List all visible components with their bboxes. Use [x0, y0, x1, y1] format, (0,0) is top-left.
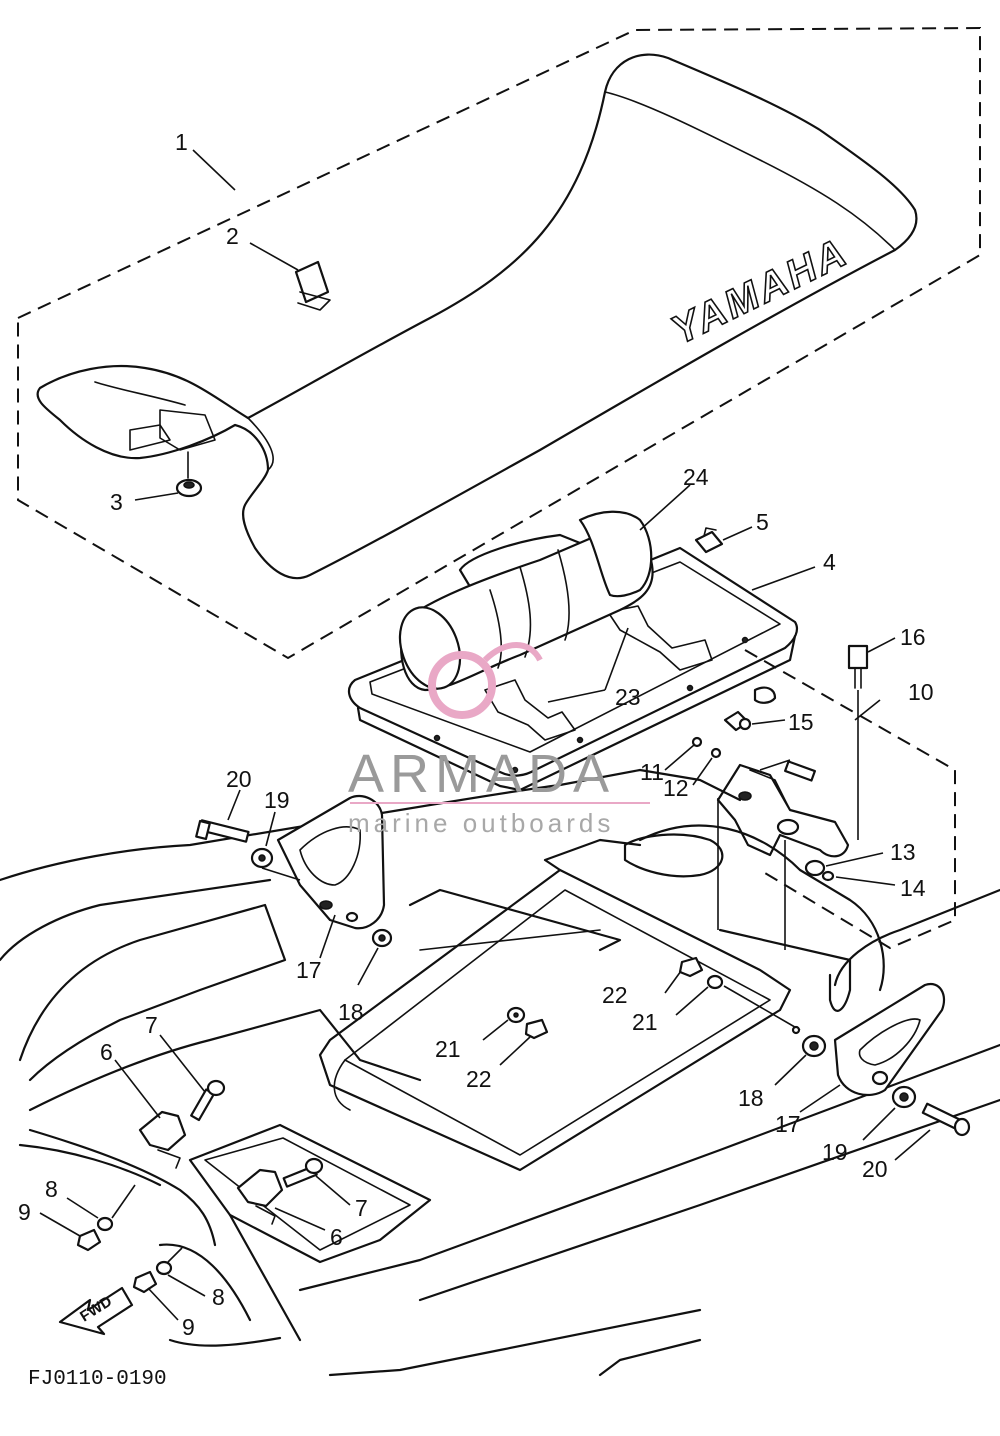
callout-24: 24 [683, 464, 709, 490]
callout-14: 14 [900, 875, 926, 901]
callout-23: 23 [615, 684, 641, 710]
left-handle-hardware [195, 819, 393, 948]
hinge-washer-nut [804, 859, 835, 882]
callout-5: 5 [756, 509, 769, 535]
callout-17b: 17 [775, 1111, 801, 1137]
front-fasteners [76, 1184, 183, 1294]
hull-deck [0, 768, 1000, 1377]
watermark-tagline: marine outboards [348, 808, 614, 838]
callout-15: 15 [788, 709, 814, 735]
watermark-emblem-tail [482, 642, 543, 663]
callout-10: 10 [908, 679, 934, 705]
callout-18a: 18 [338, 999, 364, 1025]
seat: YAMAHA [36, 53, 918, 580]
callout-12: 12 [663, 775, 689, 801]
callout-21b: 21 [435, 1036, 461, 1062]
hinge-bolt [847, 644, 869, 840]
callout-16: 16 [900, 624, 926, 650]
callout-19a: 19 [264, 787, 290, 813]
seat-clip [294, 260, 331, 311]
watermark-name: ARMADA [348, 744, 615, 804]
callout-17a: 17 [296, 957, 322, 983]
callout-9b: 9 [182, 1314, 195, 1340]
callout-8a: 8 [45, 1176, 58, 1202]
callout-19b: 19 [822, 1139, 848, 1165]
leader-lines [39, 149, 931, 1321]
left-bracket [138, 1079, 226, 1169]
callout-4: 4 [823, 549, 836, 575]
center-bracket [236, 1157, 324, 1225]
callout-1: 1 [175, 129, 188, 155]
callout-8b: 8 [212, 1284, 225, 1310]
watermark-emblem [428, 651, 496, 719]
callout-6a: 6 [100, 1039, 113, 1065]
hinge-small-parts [691, 686, 816, 782]
callout-labels: 1 2 3 24 5 4 16 10 23 15 11 12 20 19 13 … [18, 129, 934, 1340]
callout-21a: 21 [632, 1009, 658, 1035]
watermark: ARMADA marine outboards [348, 642, 650, 838]
callout-3: 3 [110, 489, 123, 515]
callout-20a: 20 [226, 766, 252, 792]
callout-7b: 7 [355, 1195, 368, 1221]
tray-strap-1 [607, 605, 713, 671]
callout-13: 13 [890, 839, 916, 865]
callout-22a: 22 [602, 982, 628, 1008]
callout-6b: 6 [330, 1224, 343, 1250]
right-grab-handle [833, 982, 946, 1097]
callout-11: 11 [640, 759, 664, 785]
callout-9a: 9 [18, 1199, 31, 1225]
left-grab-handle [276, 794, 386, 930]
forward-direction-arrow: FWD [58, 1286, 134, 1336]
center-fasteners [506, 956, 801, 1040]
storage-bag [398, 510, 654, 692]
callout-7a: 7 [145, 1012, 158, 1038]
seat-group-boundary [17, 26, 981, 660]
callout-22b: 22 [466, 1066, 492, 1092]
callout-18b: 18 [738, 1085, 764, 1111]
hinge-body [716, 763, 850, 858]
tray-strap-2 [484, 679, 576, 741]
hinge-group-boundary [744, 649, 956, 950]
tray-clip [694, 527, 724, 554]
seat-damper [175, 451, 203, 498]
callout-2: 2 [226, 223, 239, 249]
right-handle-hardware [801, 1034, 971, 1137]
callout-20b: 20 [862, 1156, 888, 1182]
diagram-code: FJ0110-0190 [28, 1368, 167, 1391]
